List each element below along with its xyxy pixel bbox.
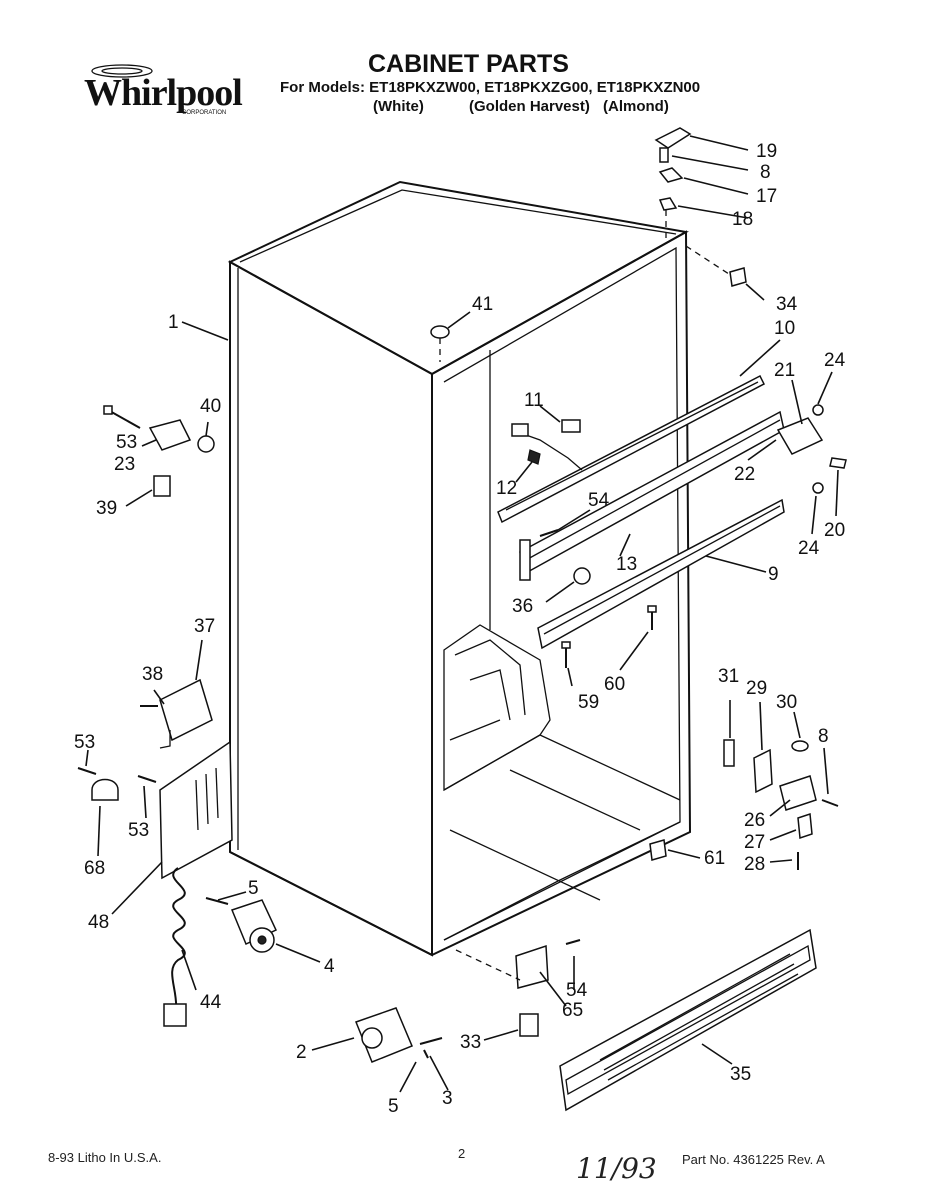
callout-34: 34 [776,294,798,315]
callout-37: 37 [194,616,215,637]
callout-26: 26 [744,810,765,831]
page-title: CABINET PARTS [368,50,569,78]
callout-27: 27 [744,832,765,853]
callout-2: 2 [296,1042,307,1063]
callout-29: 29 [746,678,767,699]
callout-36: 36 [512,596,533,617]
callout-1: 1 [168,312,179,333]
callout-38: 38 [142,664,163,685]
callout-18: 18 [732,209,753,230]
callout-17: 17 [756,186,777,207]
litho-note: 8-93 Litho In U.S.A. [48,1150,161,1165]
rail-parts [497,374,785,650]
part-number: Part No. 4361225 Rev. A [682,1152,825,1167]
color-golden-harvest: (Golden Harvest) [469,98,590,115]
callout-11: 11 [524,390,544,411]
callout-24a: 24 [824,350,846,371]
page-number: 2 [458,1146,465,1161]
callout-54b: 54 [566,980,588,1001]
callout-8a: 8 [760,162,771,183]
callout-28: 28 [744,854,765,875]
callout-68: 68 [84,858,105,879]
callout-61: 61 [704,848,725,869]
callout-5a: 5 [248,878,259,899]
callout-59: 59 [578,692,599,713]
callout-53c: 53 [128,820,149,841]
callout-41: 41 [472,294,493,315]
callout-24b: 24 [798,538,820,559]
callout-39: 39 [96,498,117,519]
callout-13: 13 [616,554,637,575]
callout-5b: 5 [388,1096,399,1117]
logo-text: Whirlpool [84,72,242,114]
callout-48: 48 [88,912,109,933]
callout-54a: 54 [588,490,610,511]
callout-35: 35 [730,1064,751,1085]
callout-10: 10 [774,318,795,339]
callout-labels: 1 2 3 4 5 5 8 8 9 10 11 12 13 17 18 19 2… [74,141,846,1117]
callout-23: 23 [114,454,135,475]
callout-30: 30 [776,692,797,713]
callout-22: 22 [734,464,755,485]
callout-31: 31 [718,666,739,687]
callout-3: 3 [442,1088,453,1109]
logo-small-text: CORPORATION [182,110,226,116]
callout-53b: 53 [74,732,95,753]
callout-60: 60 [604,674,625,695]
leader-arrows [85,135,839,1093]
callout-19: 19 [756,141,777,162]
logo-swirl-icon [91,64,153,78]
callout-20: 20 [824,520,845,541]
callout-12: 12 [496,478,517,499]
whirlpool-logo: Whirlpool CORPORATION [84,64,243,116]
cabinet-body [227,180,692,957]
callout-33: 33 [460,1032,481,1053]
models-line: For Models: ET18PKXZW00, ET18PKXZG00, ET… [280,79,700,96]
color-almond: (Almond) [603,98,669,115]
callout-9: 9 [768,564,779,585]
callout-65: 65 [562,1000,583,1021]
callout-40: 40 [200,396,221,417]
callout-21: 21 [774,360,795,381]
callout-4: 4 [324,956,335,977]
callout-53a: 53 [116,432,137,453]
callout-44: 44 [200,992,222,1013]
callout-8b: 8 [818,726,829,747]
handwritten-date: 11/93 [576,1152,657,1185]
color-white: (White) [373,98,424,115]
